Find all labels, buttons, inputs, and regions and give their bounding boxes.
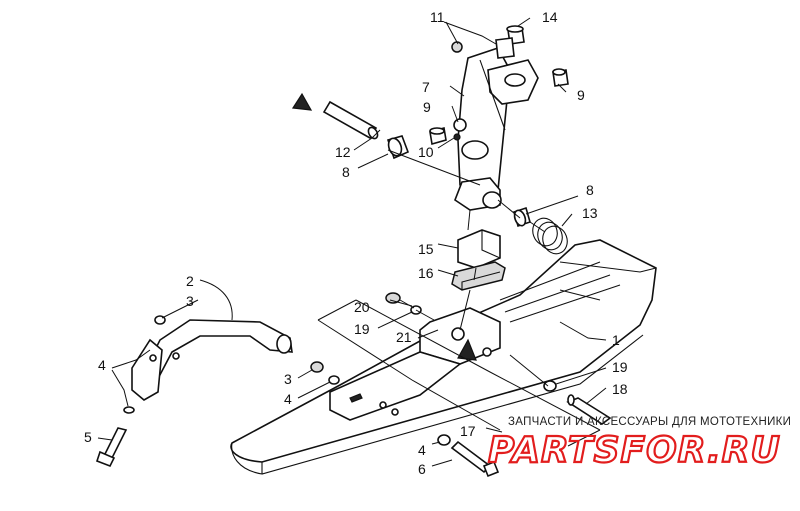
- callout-4-left: 4: [98, 357, 106, 373]
- callout-20: 20: [354, 299, 370, 315]
- callout-2: 2: [186, 273, 194, 289]
- pin-part-12: [322, 100, 379, 140]
- assembly-lines: [317, 149, 601, 447]
- callout-3-lower: 3: [284, 371, 292, 387]
- bushing-part-8-right: [513, 206, 531, 228]
- arrow-icon-upper: [291, 92, 313, 111]
- callout-4-lower: 4: [284, 391, 292, 407]
- callout-12: 12: [335, 144, 351, 160]
- washer-part-4-lower: [328, 375, 340, 385]
- watermark-subtitle: ЗАПЧАСТИ И АКСЕССУАРЫ ДЛЯ МОТОТЕХНИКИ: [508, 416, 791, 428]
- callout-13: 13: [582, 205, 598, 221]
- callout-19-left: 19: [354, 321, 370, 337]
- callout-14: 14: [542, 9, 558, 25]
- cap-part-14: [495, 25, 525, 59]
- block-part-15: [457, 229, 501, 269]
- ski-saddle: [329, 307, 501, 421]
- bolt-part-5: [95, 427, 128, 468]
- spindle: [453, 47, 539, 211]
- nut-part-11: [451, 41, 463, 53]
- callout-9-right: 9: [577, 87, 585, 103]
- callout-8-left: 8: [342, 164, 350, 180]
- callout-3-upper: 3: [186, 293, 194, 309]
- callout-leaders: [97, 17, 607, 467]
- spring-part-13: [532, 217, 568, 255]
- nut-part-10: [453, 133, 461, 141]
- callout-19-right: 19: [612, 359, 628, 375]
- callout-9-left: 9: [423, 99, 431, 115]
- callout-15: 15: [418, 241, 434, 257]
- callouts: 11 14 7 9 9 10 12 8 8 13 15 16 2 3 20 19…: [84, 9, 628, 477]
- callout-5: 5: [84, 429, 92, 445]
- bushing-part-8-left: [386, 135, 410, 160]
- arrow-icon-lower: [457, 338, 477, 361]
- plate-part-16: [451, 261, 506, 291]
- callout-8-right: 8: [586, 182, 594, 198]
- callout-1: 1: [612, 332, 620, 348]
- handle-part-2: [131, 319, 293, 401]
- callout-7: 7: [422, 79, 430, 95]
- washer-part-4-bottom: [437, 434, 451, 446]
- callout-4-bottom: 4: [418, 442, 426, 458]
- nut-part-3-lower: [310, 361, 324, 373]
- callout-10: 10: [418, 144, 434, 160]
- washer-part-19-right: [543, 380, 557, 392]
- watermark: ЗАПЧАСТИ И АКСЕССУАРЫ ДЛЯ МОТОТЕХНИКИ PA…: [487, 416, 791, 472]
- callout-11: 11: [430, 9, 445, 25]
- bolt-part-6: [450, 440, 500, 478]
- callout-21: 21: [396, 329, 412, 345]
- callout-18: 18: [612, 381, 628, 397]
- callout-17: 17: [460, 423, 476, 439]
- washer-part-4-upper: [123, 406, 135, 414]
- nut-part-20: [385, 292, 401, 304]
- callout-16: 16: [418, 265, 434, 281]
- watermark-brand: PARTSFOR.RU: [488, 430, 781, 471]
- callout-6: 6: [418, 461, 426, 477]
- bolt-part-18: [566, 394, 612, 425]
